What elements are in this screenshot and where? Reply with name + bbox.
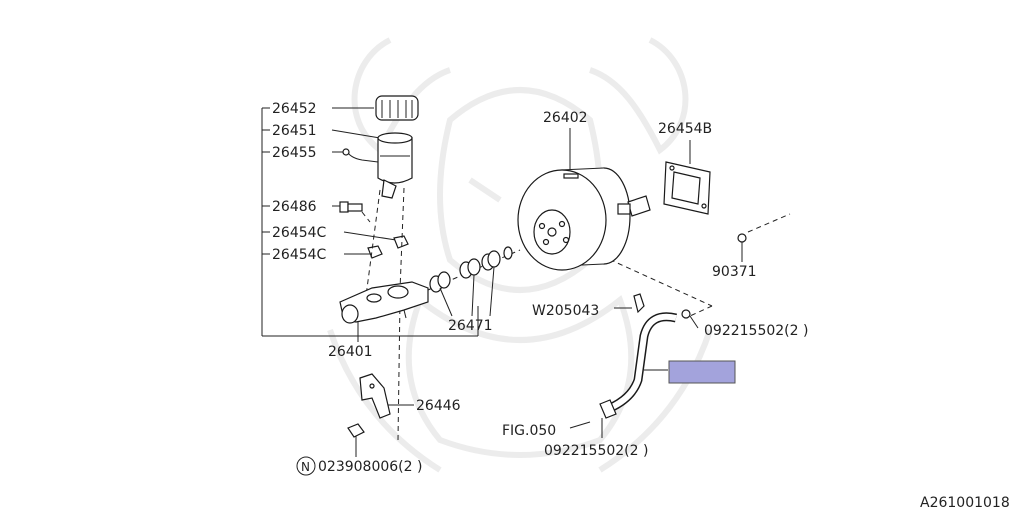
nut-023908006 — [347, 423, 365, 438]
label-w205043: W205043 — [532, 303, 599, 319]
label-fig050: FIG.050 — [502, 423, 556, 439]
piston-kit — [427, 246, 521, 317]
level-sensor — [342, 148, 379, 163]
label-26401: 26401 — [328, 344, 373, 360]
reservoir-cap — [375, 95, 419, 121]
label-26454c-bottom: 26454C — [272, 247, 327, 263]
grommet-top — [393, 235, 409, 249]
vacuum-hose — [599, 312, 678, 419]
reservoir-tank — [377, 132, 413, 199]
left-bracket — [261, 107, 479, 337]
label-023908006: 023908006(2 ) — [318, 459, 422, 475]
label-092215502-bottom: 092215502(2 ) — [544, 443, 648, 459]
label-26471: 26471 — [448, 318, 493, 334]
grommet-bottom — [367, 245, 383, 259]
check-valve-w205043 — [614, 293, 645, 314]
leader-lines-right — [569, 418, 603, 438]
label-26451: 26451 — [272, 123, 317, 139]
gasket-26454b — [663, 140, 711, 215]
n-marker-letter: N — [301, 460, 310, 474]
label-26454b: 26454B — [658, 121, 712, 137]
leader-lines-left — [331, 107, 414, 457]
diagram-id: A261001018 — [920, 495, 1010, 511]
brake-booster — [517, 128, 651, 271]
label-26454c-top: 26454C — [272, 225, 327, 241]
highlight-box — [668, 360, 736, 384]
label-90371: 90371 — [712, 264, 757, 280]
assembly-dash-lines — [361, 187, 791, 441]
clip-90371 — [737, 233, 747, 262]
label-26455: 26455 — [272, 145, 317, 161]
label-26486: 26486 — [272, 199, 317, 215]
hose-clamp-top — [681, 309, 699, 329]
n-circle-marker — [296, 456, 316, 476]
label-26446: 26446 — [416, 398, 461, 414]
bolt-26486 — [339, 201, 363, 213]
label-26452: 26452 — [272, 101, 317, 117]
bracket-26446 — [359, 373, 391, 419]
label-26402: 26402 — [543, 110, 588, 126]
label-092215502-top: 092215502(2 ) — [704, 323, 808, 339]
master-cylinder — [339, 281, 429, 324]
